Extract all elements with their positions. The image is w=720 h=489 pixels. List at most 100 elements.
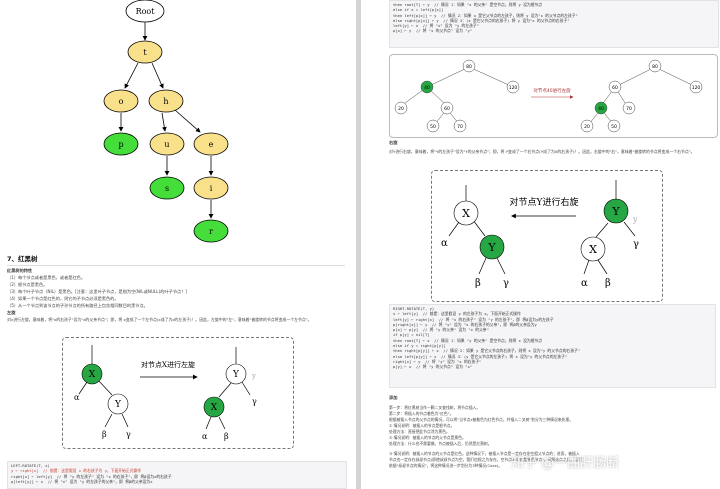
node	[440, 101, 454, 115]
node-label: t	[143, 48, 147, 57]
node	[426, 119, 440, 133]
node-p: p	[103, 132, 139, 156]
insert-line: ③ 情况说明：被插入的节点的父节点是红色。这种情况下，被插入节点是一定存在非空祖…	[389, 451, 580, 456]
node-label: Root	[136, 7, 156, 16]
node-r: r	[193, 219, 229, 243]
insert-line: 根据被插入节点的父节点的情况，可以将"当节点z被着色为红色节点，并插入二叉树"划…	[389, 417, 573, 422]
code-line: p[left[y]] ← x // 将 "x" 设为 "y 的左孩子的父亲"，即…	[11, 478, 153, 484]
insert-line: 处理方法：什么也不需要做。节点被插入后，仍然是红黑树。	[389, 441, 492, 446]
code-line: p[right[x]] ← y // 将 "y" 设为 "x 的右孩子的父亲"，…	[393, 321, 537, 327]
label-gamma: γ	[503, 278, 509, 289]
node-label: X	[211, 403, 218, 413]
node	[453, 119, 467, 133]
left-rotate-diagram-frame	[62, 337, 294, 449]
right-rotate-diagram: X Y α β γ 对节点Y进行右旋 Y y X γ α β	[441, 180, 639, 289]
code-line: x ← left[y] // 前提：这里假设 y 的左孩子为 x。下面开始正式操…	[393, 311, 521, 317]
node-x-red	[203, 396, 225, 418]
node	[580, 119, 594, 133]
left-rotate-description: 对x进行左旋，意味着，将"x的右孩子"设为"x的父亲节点"；即，将 x变成了一个…	[7, 317, 312, 322]
insert-line: 依据"叔叔节点的情况"，将这种情况进一步划分为3种情况(Case)。	[389, 463, 503, 468]
label-alpha: α	[441, 238, 448, 249]
code-line: then root[T] ← y // 情况 1：如果 "x 的父亲" 是空节点…	[393, 2, 543, 7]
node-label: r	[209, 227, 213, 236]
property-item: （2）根节点是黑色。	[7, 282, 48, 287]
node-label: 70	[626, 106, 632, 112]
node-i: i	[193, 176, 229, 200]
properties-heading: 红黑树的特性	[7, 268, 33, 273]
example-caption: 对节点40进行左旋	[533, 87, 571, 94]
node-label: 60	[612, 85, 618, 91]
label-y-faded: y	[632, 215, 638, 224]
node-label: Y	[114, 400, 122, 410]
node-label: h	[163, 97, 168, 106]
node-label: 70	[457, 124, 463, 130]
code-line: else left[p[y]] ← x // 情况 3：(y 是它父节点的左孩子…	[393, 353, 568, 359]
label-beta: β	[605, 278, 611, 289]
node-x-red	[81, 363, 103, 385]
code-line: else if y = right[p[y]]	[393, 343, 446, 349]
node-label: o	[119, 97, 124, 106]
node-y-red	[479, 234, 505, 260]
diagram-edges-after	[583, 180, 636, 275]
insert-line: 处理方法：直接把此节点涂为黑色。	[389, 429, 450, 434]
code-line: else if x = left[p[x]]	[393, 7, 444, 13]
page-gap	[356, 0, 361, 489]
label-alpha: α	[581, 278, 588, 289]
node-label: 50	[611, 124, 617, 130]
node-u: u	[149, 132, 185, 156]
node-label: i	[210, 184, 213, 193]
insert-line: 第一步：将红黑树当作一颗二叉查找树，将节点插入。	[389, 405, 481, 410]
node	[622, 101, 636, 115]
node	[689, 80, 703, 94]
code-line: then left[p[x]] ← y // 情况 2：如果 x 是它父节点的左…	[393, 12, 578, 18]
tree-edges	[118, 22, 214, 219]
node-y	[107, 393, 129, 415]
label-y-faded: y	[251, 372, 256, 380]
code-line: left[y] ← x // 将 "x" 设为 "y 的左孩子"	[393, 23, 480, 29]
label-alpha: α	[74, 393, 80, 402]
diagram-caption: 对节点Y进行右旋	[510, 196, 579, 208]
example-edges-after	[588, 66, 695, 125]
node	[608, 80, 622, 94]
code-line: then root[T] ← x // 情况 1：如果 "y 的父亲" 是空节点…	[393, 337, 543, 343]
code-line: p[x] ← y // 将 "x 的父节点" 设为 "y"	[393, 28, 473, 34]
node	[607, 119, 621, 133]
node-x	[453, 200, 479, 226]
insert-line: 第二步：将插入的节点着色为"红色"。	[389, 411, 454, 416]
label-beta: β	[224, 432, 229, 441]
code-line: right[x] ← y // 将 "y" 设为 "x 的右孩子"	[393, 358, 482, 364]
insert-line: 节点也一定存在叔叔节点(即使叔叔节点为空，我们也视之为存在，空节点本身就是黑色节…	[389, 457, 582, 462]
node-label: Y	[232, 370, 240, 380]
node-x	[580, 236, 606, 262]
property-item: （3）每个叶子节点（NIL）是黑色。[注意：这里叶子节点，是指为空(NIL或NU…	[7, 289, 188, 294]
node-highlight	[594, 101, 608, 115]
node-label: 80	[466, 64, 472, 70]
code-line: right[x] ← left[y] // 将 "y 的左孩子" 设为 "x 的…	[11, 473, 172, 479]
watermark: 知乎 @一曲肝肠断	[511, 456, 620, 471]
code-line: y ← right[x] // 前提：这里假设 x 的右孩子为 y。下面开始正式…	[11, 468, 142, 474]
label-gamma: γ	[126, 430, 131, 439]
right-rotate-heading: 右旋	[389, 140, 398, 145]
node-label: X	[462, 207, 470, 220]
node-label: 120	[509, 85, 518, 91]
label-alpha: α	[202, 432, 208, 441]
code-line: p[x] ← p[y] // 将 "y 的父亲" 设为 "x 的父亲"	[393, 327, 489, 333]
code-line: then right[p[y]] ← x // 情况 2：如果 y 是它父节点的…	[393, 348, 581, 354]
left-rotate-heading: 左旋	[7, 310, 16, 315]
code-line: p[y] ← x // 将 "y 的父节点" 设为 "x"	[393, 364, 473, 370]
label-beta: β	[102, 430, 107, 439]
code-line: if p[y] = nil[T]	[393, 332, 430, 338]
node-h: h	[148, 89, 184, 113]
label-gamma: γ	[252, 397, 257, 406]
diagram-edges-before	[78, 345, 129, 428]
node-t: t	[127, 40, 163, 64]
right-rotate-diagram-frame	[431, 170, 663, 302]
node-s: s	[149, 176, 185, 200]
node-label: e	[209, 140, 214, 149]
node-label: 50	[430, 124, 436, 130]
left-rotate-code-continued: then root[T] ← y // 情况 1：如果 "x 的父亲" 是空节点…	[389, 0, 719, 48]
example-left-rotate-diagram: 80 40 120 20 60 50 70 对节点40进行左旋 80 60 12…	[394, 59, 703, 133]
diagram-caption: 对节点X进行左旋	[141, 360, 195, 369]
code-line: else right[p[x]] ← y // 情况 3：(x 是它父节点的右孩…	[393, 17, 570, 23]
node	[506, 80, 520, 94]
